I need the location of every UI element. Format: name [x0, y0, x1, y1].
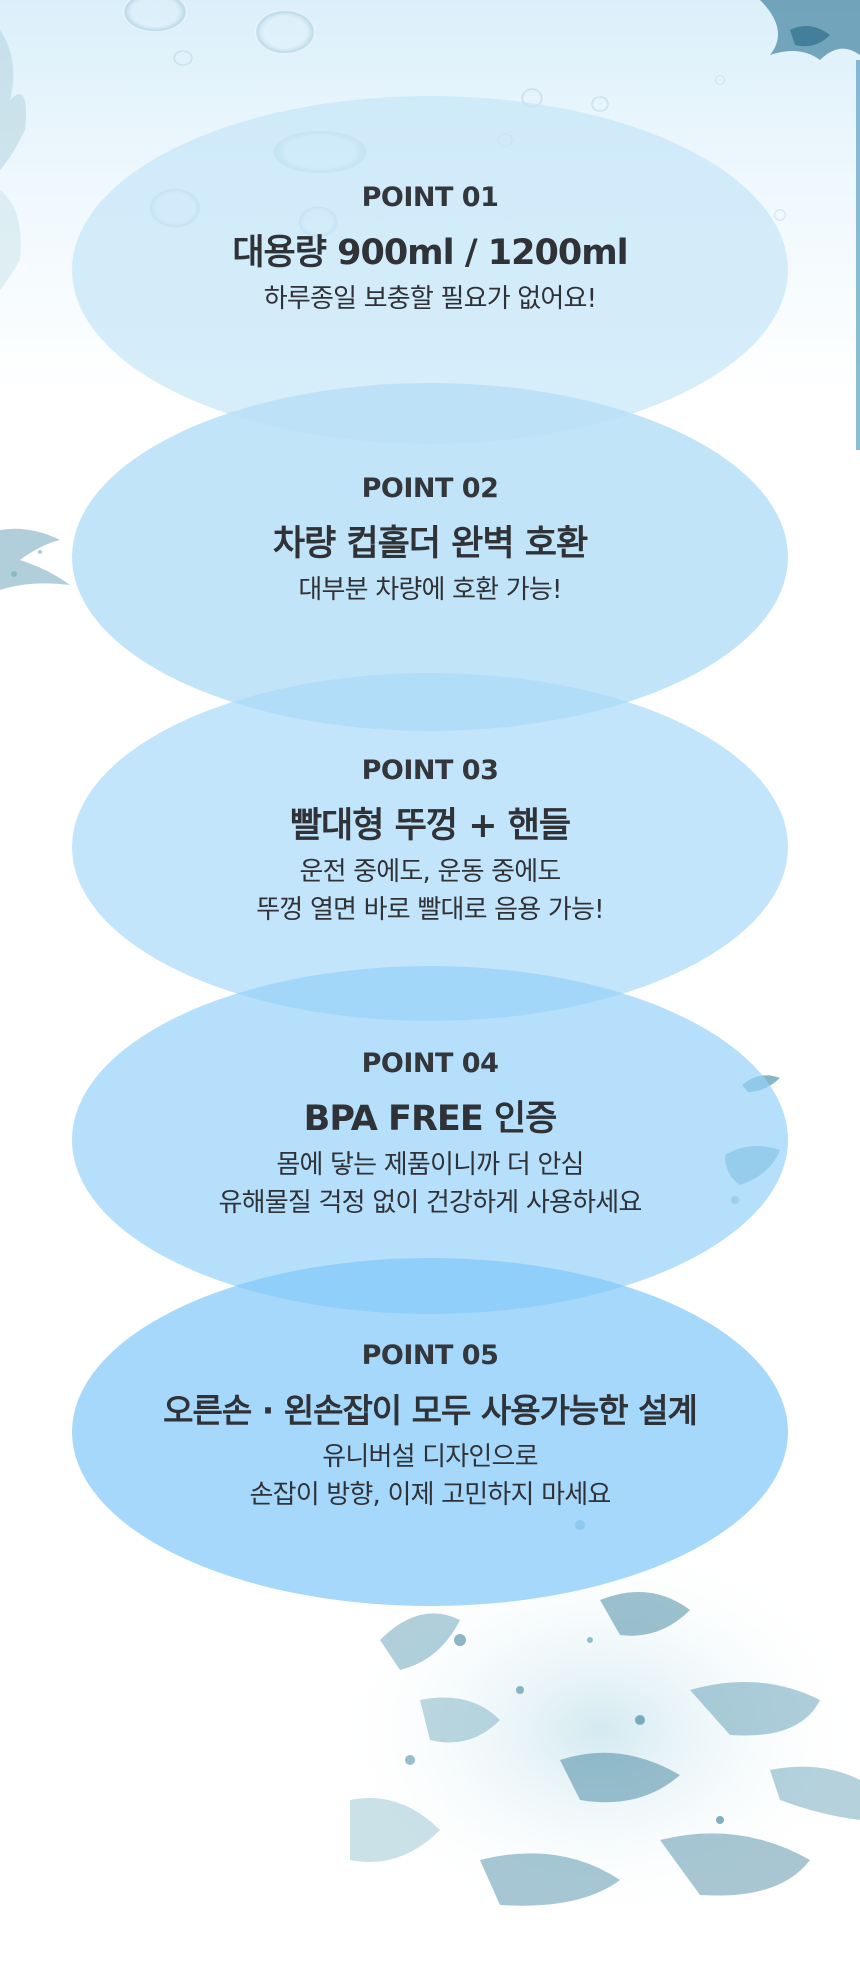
point-description: 하루종일 보충할 필요가 없어요! — [263, 284, 597, 314]
point-label: POINT 01 — [361, 182, 499, 213]
point-description: 운전 중에도, 운동 중에도 — [299, 857, 561, 887]
point-title: 빨대형 뚜껑 + 핸들 — [289, 806, 571, 846]
point-03-card: POINT 03 빨대형 뚜껑 + 핸들 운전 중에도, 운동 중에도 뚜껑 열… — [72, 673, 788, 1021]
point-description: 뚜껑 열면 바로 빨대로 음용 가능! — [256, 895, 604, 925]
point-description: 손잡이 방향, 이제 고민하지 마세요 — [249, 1480, 611, 1510]
point-title: 차량 컵홀더 완벽 호환 — [272, 524, 588, 564]
point-description: 유해물질 걱정 없이 건강하게 사용하세요 — [218, 1188, 643, 1218]
point-label: POINT 02 — [361, 473, 499, 504]
point-description: 몸에 닿는 제품이니까 더 안심 — [276, 1150, 584, 1180]
point-05-card: POINT 05 오른손 · 왼손잡이 모두 사용가능한 설계 유니버설 디자인… — [72, 1258, 788, 1606]
point-label: POINT 03 — [361, 755, 499, 786]
point-title: BPA FREE 인증 — [303, 1099, 558, 1139]
point-label: POINT 04 — [361, 1048, 499, 1079]
point-title: 오른손 · 왼손잡이 모두 사용가능한 설계 — [163, 1391, 698, 1430]
point-description: 대부분 차량에 호환 가능! — [298, 575, 562, 605]
point-title: 대용량 900ml / 1200ml — [232, 233, 628, 273]
point-description: 유니버설 디자인으로 — [322, 1442, 538, 1472]
point-label: POINT 05 — [361, 1340, 499, 1371]
point-04-card: POINT 04 BPA FREE 인증 몸에 닿는 제품이니까 더 안심 유해… — [72, 966, 788, 1314]
